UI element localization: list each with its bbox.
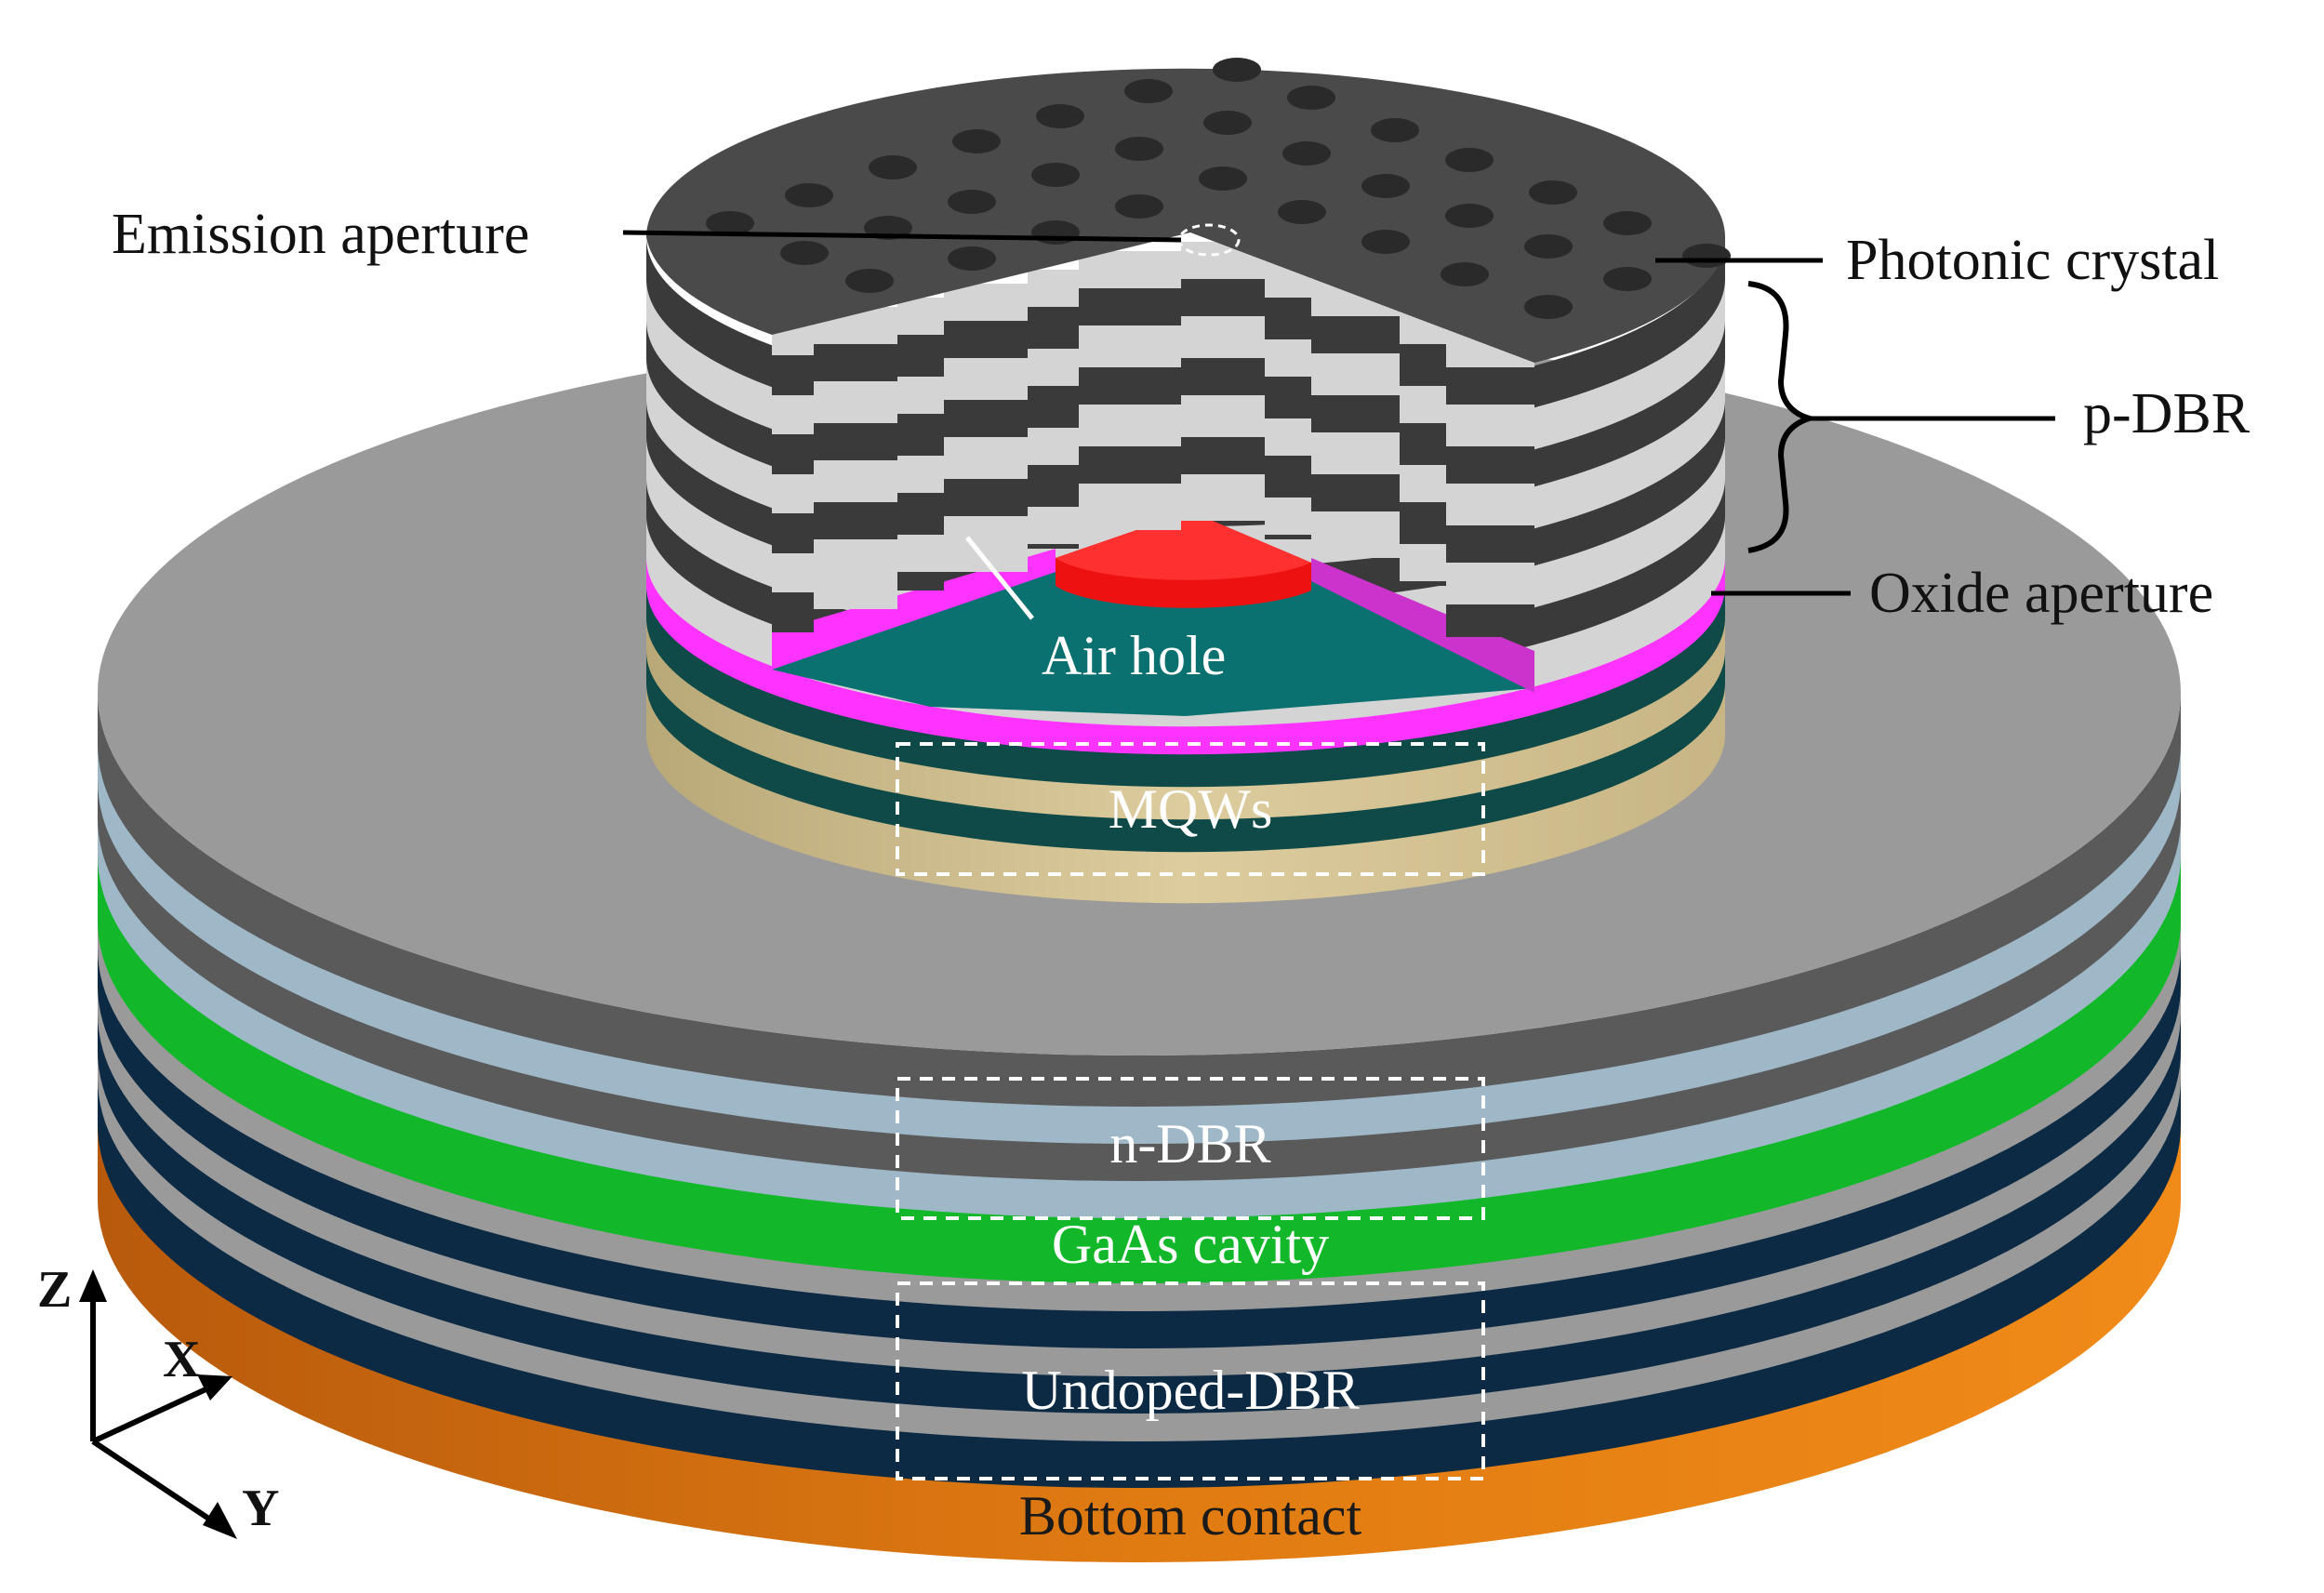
emission-leader — [622, 230, 1182, 243]
p-dbr-brace — [1747, 281, 1818, 553]
gaas-cavity-layer — [98, 846, 2181, 1283]
photonic-crystal-label: Photonic crystal — [1846, 229, 2219, 292]
oxide-cut-face — [1311, 558, 1534, 693]
undoped-dbr-label: Undoped-DBR — [1021, 1360, 1359, 1421]
bottom-contact-label: Bottom contact — [1019, 1485, 1362, 1547]
gaas-cavity-label: GaAs cavity — [1052, 1214, 1329, 1275]
n-dbr-box — [896, 1077, 1485, 1220]
mqw-layer — [646, 577, 1725, 788]
right-cut-face — [1181, 242, 1534, 637]
axis-x-label: X — [163, 1331, 200, 1388]
mqws-box — [896, 742, 1485, 876]
mqw-layer — [646, 670, 1725, 904]
cavity-floor — [772, 567, 1534, 716]
emission-aperture-label: Emission aperture — [112, 203, 529, 266]
oxide-cut-face — [772, 549, 1056, 670]
p-dbr-label: p-DBR — [2083, 382, 2251, 445]
mesa-stack — [646, 58, 1731, 904]
air-hole-leader — [965, 536, 1034, 620]
mqws-label: MQWs — [1109, 778, 1273, 840]
axis-y-label: Y — [242, 1480, 279, 1537]
coordinate-axes — [79, 1269, 237, 1539]
n-dbr-label: n-DBR — [1109, 1113, 1270, 1175]
undoped-dbr-box — [896, 1281, 1485, 1480]
air-hole-label: Air hole — [1042, 625, 1226, 686]
oxide-aperture-core-top — [1056, 511, 1311, 580]
mqw-layer — [646, 609, 1725, 820]
axis-z-label: Z — [37, 1261, 72, 1319]
photonic-crystal-holes — [706, 58, 1731, 319]
mqw-layer — [646, 642, 1725, 853]
photonic-crystal-top — [646, 68, 1725, 364]
bottom-contact-layer — [98, 1116, 2181, 1562]
oxide-aperture-label: Oxide aperture — [1869, 562, 2213, 625]
